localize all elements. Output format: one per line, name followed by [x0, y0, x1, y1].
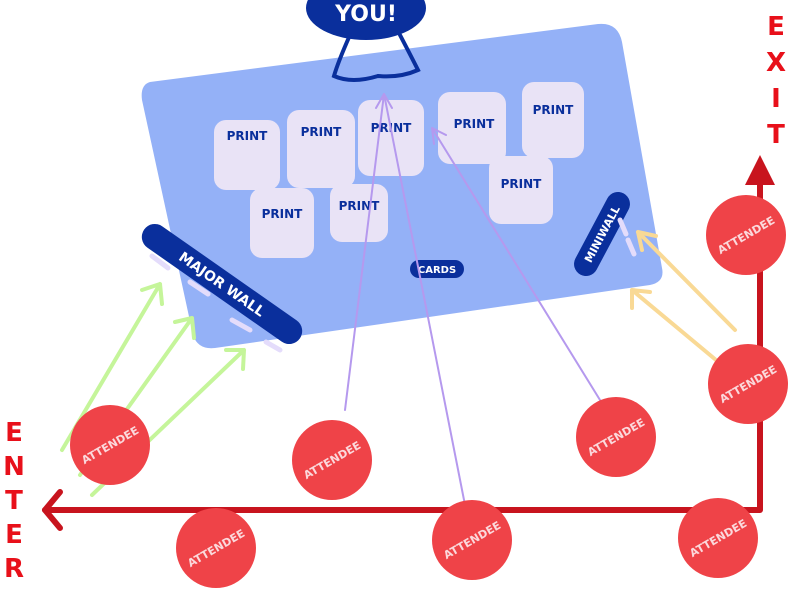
speaker-head: [306, 0, 426, 40]
purple-arrow: [383, 93, 466, 506]
svg-text:PRINT: PRINT: [262, 207, 304, 221]
print-card: PRINT: [438, 92, 506, 164]
print-card: PRINT: [358, 100, 424, 176]
print-card: PRINT: [287, 110, 355, 188]
svg-text:PRINT: PRINT: [454, 117, 496, 131]
minor-wall-panels: [617, 217, 637, 257]
svg-text:PRINT: PRINT: [227, 129, 269, 143]
enter-label: ENTER: [0, 418, 29, 588]
attendee: ATTENDEE: [70, 405, 150, 485]
cards-label: CARDS: [410, 260, 464, 278]
exit-label: EXIT: [761, 12, 791, 156]
svg-text:PRINT: PRINT: [301, 125, 343, 139]
purple-arrow: [431, 127, 601, 401]
flow-arrows-yellow: [630, 230, 737, 362]
major-wall-panels: [149, 253, 283, 353]
speaker-figure: YOU!: [306, 0, 426, 82]
speaker-label: YOU!: [334, 2, 397, 27]
yellow-arrow: [636, 230, 737, 332]
attendees-group: ATTENDEE ATTENDEE ATTENDEE ATTENDEE ATTE…: [70, 195, 788, 588]
print-card: PRINT: [250, 188, 314, 258]
print-card: PRINT: [489, 156, 553, 224]
print-card: PRINT: [214, 120, 280, 190]
enter-arrowhead: [42, 489, 63, 531]
attendee: ATTENDEE: [708, 344, 788, 424]
prints-group: PRINT PRINT PRINT PRINT PRINT PRINT PRIN…: [214, 82, 584, 258]
attendee: ATTENDEE: [576, 397, 656, 477]
exit-path: [42, 155, 775, 513]
svg-text:CARDS: CARDS: [418, 265, 456, 276]
flow-arrows-purple: [344, 93, 601, 506]
svg-text:PRINT: PRINT: [501, 177, 543, 191]
svg-text:PRINT: PRINT: [533, 103, 575, 117]
yellow-arrow: [630, 288, 718, 362]
flow-arrows-green: [60, 282, 246, 497]
walking-path: [42, 155, 775, 531]
print-card: PRINT: [522, 82, 584, 158]
print-card: PRINT: [330, 184, 388, 242]
attendee: ATTENDEE: [706, 195, 786, 275]
speaker-legs: [331, 33, 421, 82]
attendee: ATTENDEE: [678, 498, 758, 578]
svg-text:PRINT: PRINT: [339, 199, 381, 213]
attendee: ATTENDEE: [292, 420, 372, 500]
attendee: ATTENDEE: [176, 508, 256, 588]
attendee: ATTENDEE: [432, 500, 512, 580]
